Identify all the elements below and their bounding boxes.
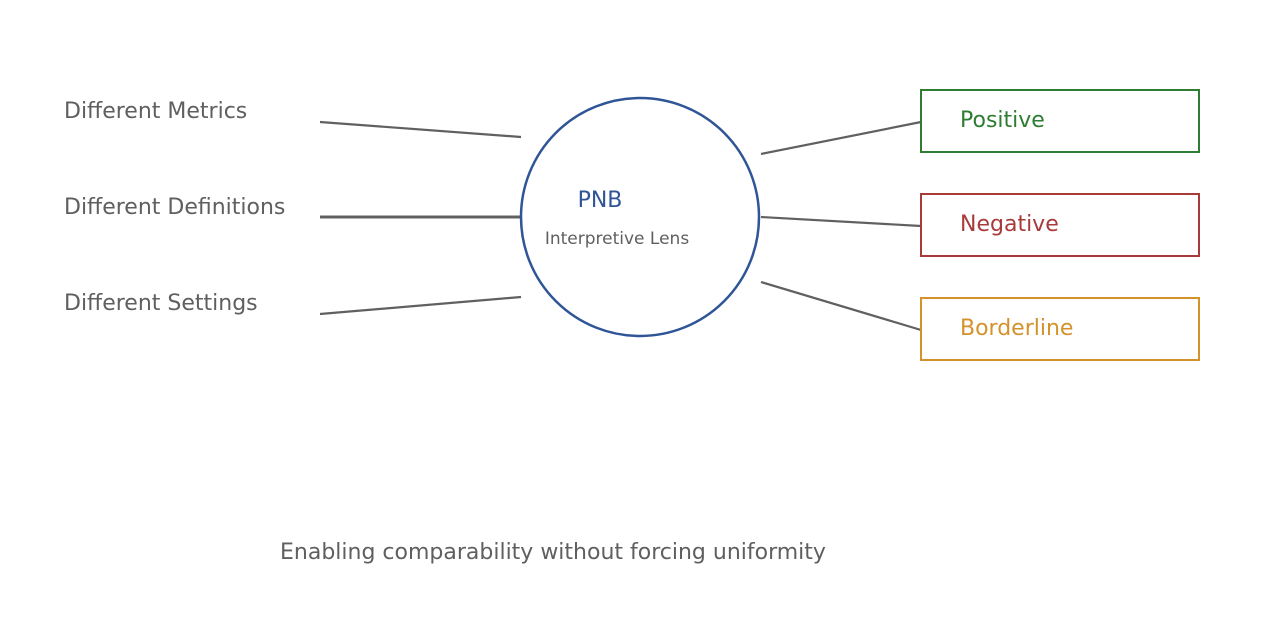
connector-lens-to-positive: [760, 120, 922, 156]
output-label-positive: Positive: [960, 108, 1045, 133]
output-label-negative: Negative: [960, 212, 1059, 237]
connector-lens-to-negative: [760, 215, 922, 228]
lens-subtitle: Interpretive Lens: [545, 229, 689, 249]
connector-settings-to-lens: [319, 295, 522, 316]
lens-title: PNB: [578, 188, 623, 213]
diagram-caption: Enabling comparability without forcing u…: [280, 540, 826, 565]
output-box-borderline: [920, 297, 1200, 361]
input-label-settings: Different Settings: [64, 291, 258, 316]
input-label-metrics: Different Metrics: [64, 99, 247, 124]
lens-circle: [519, 96, 761, 338]
output-label-borderline: Borderline: [960, 316, 1073, 341]
input-label-definitions: Different Definitions: [64, 195, 285, 220]
output-box-negative: [920, 193, 1200, 257]
output-box-positive: [920, 89, 1200, 153]
connector-metrics-to-lens: [319, 120, 522, 139]
connector-lens-to-borderline: [760, 280, 922, 332]
